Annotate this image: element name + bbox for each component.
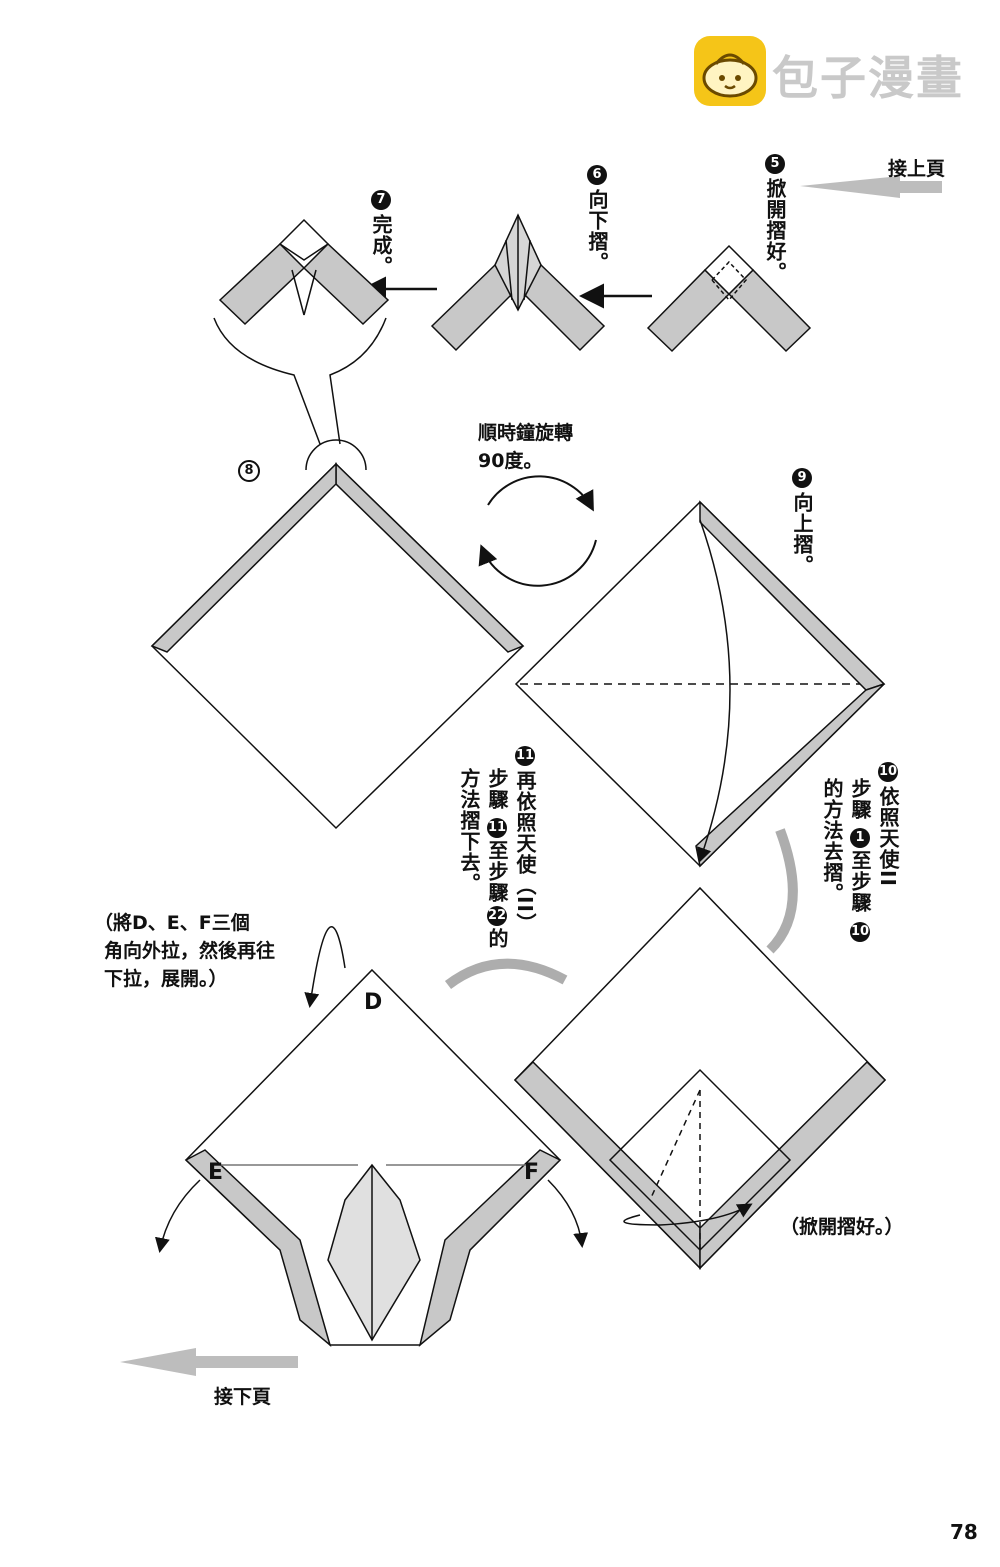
pull-arrows — [155, 926, 589, 1253]
step9-text: 向上摺。 — [790, 492, 814, 576]
step11-col3: 方法摺下去。 — [457, 768, 481, 894]
open-note: （掀開摺好。） — [780, 1216, 904, 1238]
step10-col2b: 至步驟 — [848, 850, 872, 913]
corner-label-e: E — [208, 1160, 224, 1185]
step5-text: 掀開摺好。 — [763, 178, 787, 283]
step5-figure — [646, 244, 812, 353]
step11-col1: 再依照天使（II） — [513, 770, 537, 934]
page-number: 78 — [950, 1520, 978, 1544]
step7-text: 完成。 — [369, 214, 393, 277]
step6-text: 向下摺。 — [585, 189, 609, 273]
step11-ref2: 22 — [487, 906, 507, 926]
step10-col3: 的方法去摺。 — [820, 778, 844, 904]
prev-page-arrow — [800, 176, 942, 198]
step6-figure — [430, 213, 606, 352]
step7-figure — [218, 218, 390, 326]
watermark-logo-icon — [694, 36, 766, 106]
rotate-note-line1: 順時鐘旋轉 — [478, 422, 574, 444]
next-page-arrow — [120, 1348, 298, 1376]
corner-label-d: D — [364, 990, 383, 1015]
step10-figure — [513, 886, 887, 1270]
step11-ref1: 11 — [487, 818, 507, 838]
pull-note-line2: 角向外拉，然後再往 — [104, 940, 276, 962]
step10-ref1: 1 — [850, 828, 870, 848]
prev-page-label: 接上頁 — [888, 158, 946, 180]
step7-number: 7 — [371, 190, 391, 210]
curve-arrow-9-10 — [766, 828, 798, 954]
step10-ref2: 10 — [850, 922, 870, 942]
step6-number: 6 — [587, 165, 607, 185]
corner-label-f: F — [524, 1160, 540, 1185]
step11-col2c: 的 — [485, 928, 509, 949]
step11-col2a: 步驟 — [485, 768, 509, 810]
step5-number: 5 — [765, 154, 785, 174]
step10-col1: 依照天使II — [876, 786, 900, 887]
step9-figure — [514, 500, 886, 868]
step8-figure — [150, 462, 525, 830]
step11-figure — [184, 968, 562, 1348]
rotate-note-line2: 90度。 — [478, 450, 543, 472]
step10-col2a: 步驟 — [848, 778, 872, 820]
step10-number: 10 — [878, 762, 898, 782]
step11-number: 11 — [515, 746, 535, 766]
next-page-label: 接下頁 — [214, 1386, 272, 1408]
zoom-callout — [213, 317, 387, 471]
watermark-text: 包子漫畫 — [772, 51, 964, 105]
pull-note-line1: （將D、E、F三個 — [94, 912, 250, 934]
curve-arrow-10-11 — [444, 958, 568, 990]
rotate-arrows — [478, 475, 597, 587]
step8-number: 8 — [238, 460, 260, 482]
step11-col2b: 至步驟 — [485, 840, 509, 903]
pull-note-line3: 下拉，展開。） — [104, 968, 228, 990]
step9-number: 9 — [792, 468, 812, 488]
